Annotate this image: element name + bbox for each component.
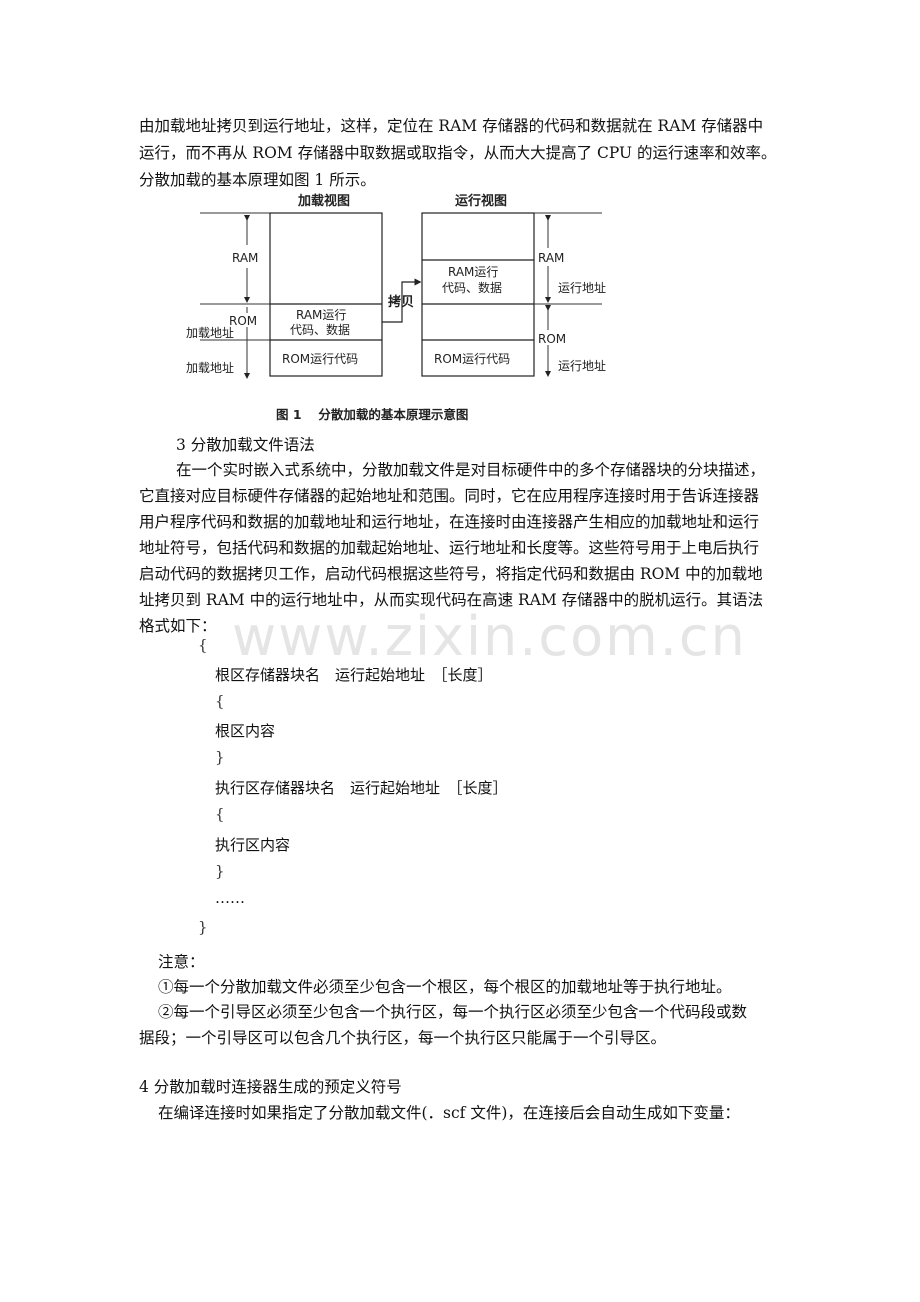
section-4-line-1: 在编译连接时如果指定了分散加载文件(．scf 文件)，在连接后会自动生成如下变量…: [158, 1104, 740, 1122]
notes-title: 注意：: [158, 953, 205, 971]
syntax-root-line: 根区存储器块名 运行起始地址 ［长度］: [215, 666, 493, 684]
load-rom-block: ROM运行代码: [282, 352, 358, 366]
figure-caption: 图 1 分散加载的基本原理示意图: [276, 407, 469, 422]
section-3-line-2: 它直接对应目标硬件存储器的起始地址和范围。同时，它在应用程序连接时用于告诉连接器: [139, 487, 760, 505]
syntax-root-close: }: [215, 748, 225, 766]
section-3-heading: 3 分散加载文件语法: [176, 436, 315, 454]
note-2-line-2: 据段；一个引导区可以包含几个执行区，每一个执行区只能属于一个引导区。: [139, 1029, 667, 1047]
copy-label: 拷贝: [388, 294, 414, 310]
rom-label-right: ROM: [538, 332, 566, 346]
syntax-root-open: {: [215, 692, 225, 710]
section-3-line-3: 用户程序代码和数据的加载地址和运行地址，在连接时由连接器产生相应的加载地址和运行: [139, 513, 760, 531]
intro-line-2: 运行，而不再从 ROM 存储器中取数据或取指令，从而大大提高了 CPU 的运行速…: [139, 144, 777, 162]
section-4-heading: 4 分散加载时连接器生成的预定义符号: [139, 1078, 402, 1096]
load-ram-block-line1: RAM运行: [296, 308, 346, 322]
rom-label-left: ROM: [229, 314, 257, 328]
load-ram-block-line2: 代码、数据: [290, 322, 350, 337]
run-ram-block-line1: RAM运行: [448, 265, 498, 279]
figure-1-diagram: 加载视图 运行视图 RAM ROM 加载地址 加载地址 RAM运行 代码、数据 …: [186, 193, 606, 379]
load-view-title: 加载视图: [297, 193, 350, 209]
run-address-label-2: 运行地址: [558, 359, 606, 373]
syntax-exec-line: 执行区存储器块名 运行起始地址 ［长度］: [215, 779, 508, 797]
syntax-exec-open: {: [215, 805, 225, 823]
section-3-line-6: 址拷贝到 RAM 中的运行地址中，从而实现代码在高速 RAM 存储器中的脱机运行…: [139, 591, 764, 609]
section-3-line-7: 格式如下：: [139, 617, 217, 635]
run-rom-block: ROM运行代码: [434, 352, 510, 366]
run-ram-block-line2: 代码、数据: [442, 280, 502, 295]
syntax-ellipsis: ……: [215, 889, 245, 907]
ram-label-right: RAM: [538, 251, 564, 265]
run-view-title: 运行视图: [455, 193, 507, 209]
intro-line-1: 由加载地址拷贝到运行地址，这样，定位在 RAM 存储器的代码和数据就在 RAM …: [139, 117, 764, 135]
syntax-open-brace: {: [198, 636, 208, 654]
note-1: ①每一个分散加载文件必须至少包含一个根区，每个根区的加载地址等于执行地址。: [158, 978, 732, 996]
run-address-label-1: 运行地址: [558, 281, 606, 295]
watermark: www.zixin.com.cn: [232, 605, 747, 668]
syntax-root-content: 根区内容: [215, 722, 276, 740]
ram-label-left: RAM: [232, 251, 258, 265]
load-address-label-2: 加载地址: [186, 361, 234, 375]
syntax-close-brace: }: [198, 918, 208, 936]
section-3-line-4: 地址符号，包括代码和数据的加载起始地址、运行地址和长度等。这些符号用于上电后执行: [139, 539, 760, 557]
intro-line-3: 分散加载的基本原理如图 1 所示。: [139, 171, 376, 189]
section-3-line-5: 启动代码的数据拷贝工作，启动代码根据这些符号，将指定代码和数据由 ROM 中的加…: [139, 565, 763, 583]
section-3-line-1: 在一个实时嵌入式系统中，分散加载文件是对目标硬件中的多个存储器块的分块描述，: [176, 461, 766, 479]
syntax-exec-close: }: [215, 862, 225, 880]
load-address-label-1: 加载地址: [186, 326, 234, 340]
note-2-line-1: ②每一个引导区必须至少包含一个执行区，每一个执行区必须至少包含一个代码段或数: [158, 1003, 748, 1021]
syntax-exec-content: 执行区内容: [215, 836, 291, 854]
